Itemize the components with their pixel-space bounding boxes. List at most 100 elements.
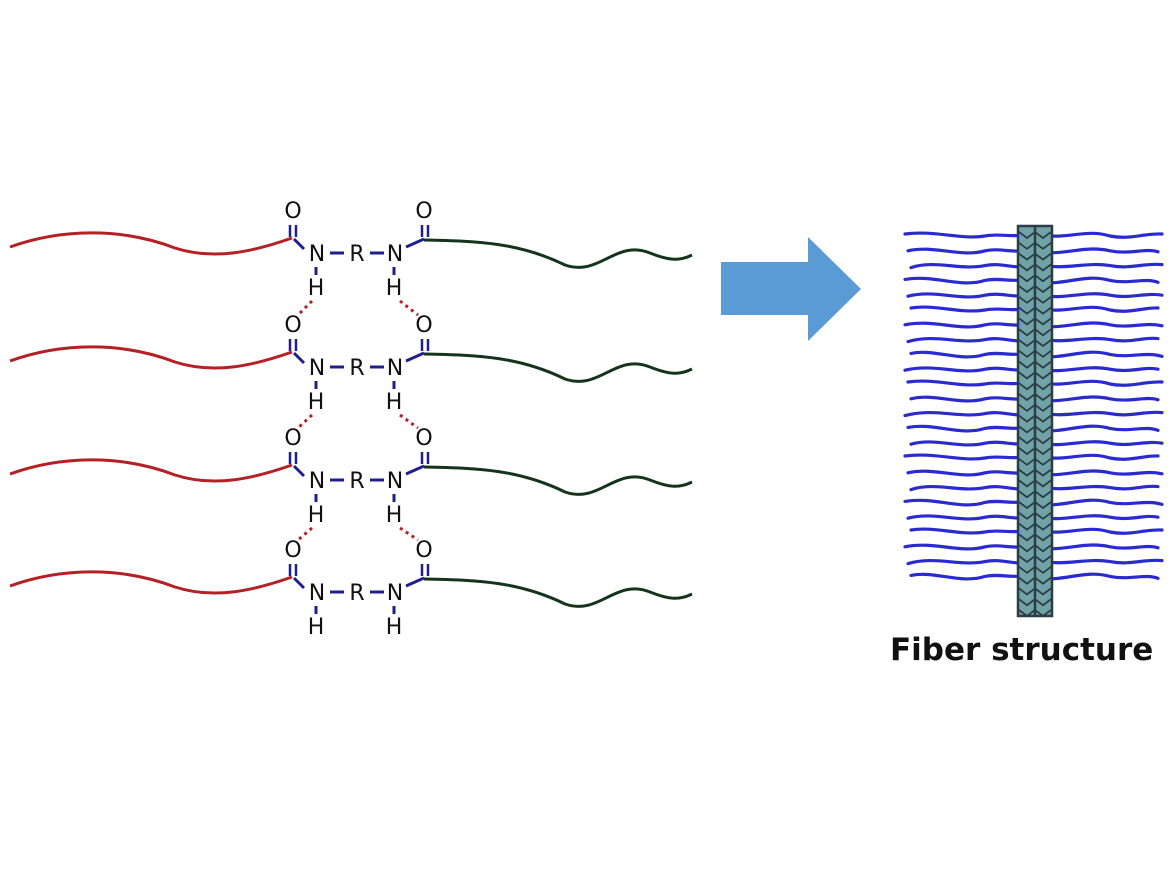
fiber-core-chevron [1018, 306, 1052, 315]
nitrogen-atom-label: N [387, 581, 403, 606]
backbone-bond [292, 464, 306, 478]
fiber-core-chevron [1018, 296, 1052, 304]
oxygen-atom-label: O [284, 538, 301, 563]
fiber-left-strand [906, 292, 1032, 299]
fiber-core-chevron [1018, 328, 1052, 337]
fiber-left-strand [903, 498, 1032, 507]
hydrogen-atom-label: H [308, 503, 325, 528]
fiber-right-strand [1038, 440, 1164, 447]
fiber-core-chevron [1018, 404, 1052, 412]
hydrogen-atom-label: H [386, 615, 403, 640]
fiber-core-chevron [1018, 382, 1052, 391]
fiber-core-chevron [1018, 447, 1052, 456]
r-group-label: R [349, 469, 364, 494]
fiber-left-strand [903, 231, 1032, 239]
fiber-core-chevron [1018, 339, 1052, 348]
hydrogen-bond [296, 413, 314, 430]
hydrogen-atom-label: H [386, 276, 403, 301]
fiber-right-strand [1038, 453, 1160, 461]
fiber-right-strand [1038, 527, 1164, 535]
fiber-core-chevron [1018, 522, 1052, 531]
hydrogen-atom-label: H [308, 615, 325, 640]
fiber-core-chevron [1018, 490, 1052, 499]
fiber-right-strand [1038, 276, 1160, 285]
fiber-core-chevron [1018, 598, 1052, 607]
fiber-left-strand [906, 514, 1032, 521]
fiber-right-strand [1038, 484, 1160, 491]
backbone-bond [405, 351, 425, 363]
hydrogen-bond [296, 299, 314, 317]
fiber-left-strand [906, 247, 1032, 255]
oxygen-atom-label: O [284, 199, 301, 224]
fiber-core-chevron [1018, 350, 1052, 358]
right-alkyl-chain [423, 577, 693, 608]
oxygen-atom-label: O [284, 313, 301, 338]
fiber-core-chevron [1018, 371, 1052, 380]
fiber-core-chevron [1018, 414, 1052, 423]
fiber-left-strand [909, 350, 1032, 359]
fiber-left-strand [906, 559, 1032, 566]
fiber-right-strand [1038, 321, 1164, 329]
fiber-core-chevron [1018, 576, 1052, 585]
backbone-bond [405, 464, 425, 476]
fiber-right-strand [1038, 410, 1164, 417]
fiber-left-strand [909, 395, 1032, 403]
fiber-right-strand [1038, 292, 1164, 299]
fiber-core-chevron [1018, 555, 1052, 564]
fiber-left-strand [903, 410, 1032, 418]
fiber-left-strand [903, 276, 1032, 285]
fiber-left-strand [909, 485, 1032, 492]
fiber-right-strand [1038, 247, 1160, 255]
fiber-left-strand [909, 263, 1032, 270]
fiber-left-strand [909, 305, 1032, 313]
fiber-core-chevron [1018, 393, 1052, 402]
fiber-core-chevron [1018, 360, 1052, 369]
fiber-right-strand [1038, 379, 1164, 387]
fiber-right-strand [1038, 514, 1160, 521]
hydrogen-bond-network [296, 299, 419, 542]
fiber-left-strand [909, 572, 1032, 581]
backbone-bond [405, 576, 425, 588]
fiber-core-chevron [1018, 609, 1052, 618]
right-alkyl-chain [423, 238, 693, 269]
nitrogen-atom-label: N [309, 242, 325, 267]
oxygen-atom-label: O [415, 426, 432, 451]
hydrogen-atom-label: H [308, 390, 325, 415]
left-alkyl-chain [9, 231, 293, 256]
fiber-right-strand [1038, 336, 1160, 343]
fiber-core-chevron [1018, 512, 1052, 520]
left-alkyl-chain [9, 345, 293, 370]
hydrogen-bond [297, 526, 313, 542]
nitrogen-atom-label: N [309, 356, 325, 381]
right-alkyl-chain [423, 465, 693, 496]
fiber-right-strand [1038, 395, 1160, 403]
fiber-core-chevron [1018, 479, 1052, 488]
oxygen-atom-label: O [284, 426, 301, 451]
right-alkyl-chain [423, 352, 693, 383]
left-alkyl-chain [9, 458, 293, 483]
fiber-core-chevron [1018, 436, 1052, 445]
fiber-core-chevron [1018, 587, 1052, 596]
fiber-left-strand [906, 379, 1032, 387]
fiber-right-strand [1038, 366, 1160, 373]
nitrogen-atom-label: N [387, 469, 403, 494]
fiber-left-strand [909, 440, 1032, 447]
fiber-right-strand [1038, 572, 1160, 581]
backbone-bond [292, 576, 306, 590]
nitrogen-atom-label: N [309, 581, 325, 606]
fiber-core-chevron [1018, 274, 1052, 283]
fiber-left-strand [903, 453, 1032, 461]
fiber-core-chevron [1018, 285, 1052, 294]
fiber-right-strand [1038, 262, 1164, 269]
nitrogen-atom-label: N [387, 356, 403, 381]
fiber-core-chevron [1018, 263, 1052, 272]
nitrogen-atom-label: N [309, 469, 325, 494]
fiber-right-strand [1038, 231, 1164, 239]
fiber-core-chevron [1018, 425, 1052, 434]
